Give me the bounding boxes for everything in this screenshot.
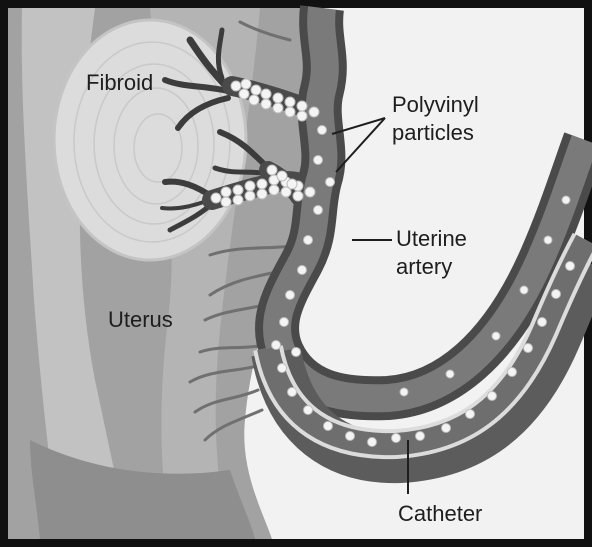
label-uterus: Uterus bbox=[108, 307, 173, 332]
label-uterine-line2: artery bbox=[396, 254, 452, 279]
label-polyvinyl-line2: particles bbox=[392, 120, 474, 145]
label-catheter: Catheter bbox=[398, 501, 482, 526]
label-uterine-line1: Uterine bbox=[396, 226, 467, 251]
label-polyvinyl-line1: Polyvinyl bbox=[392, 92, 479, 117]
label-fibroid: Fibroid bbox=[86, 70, 153, 95]
